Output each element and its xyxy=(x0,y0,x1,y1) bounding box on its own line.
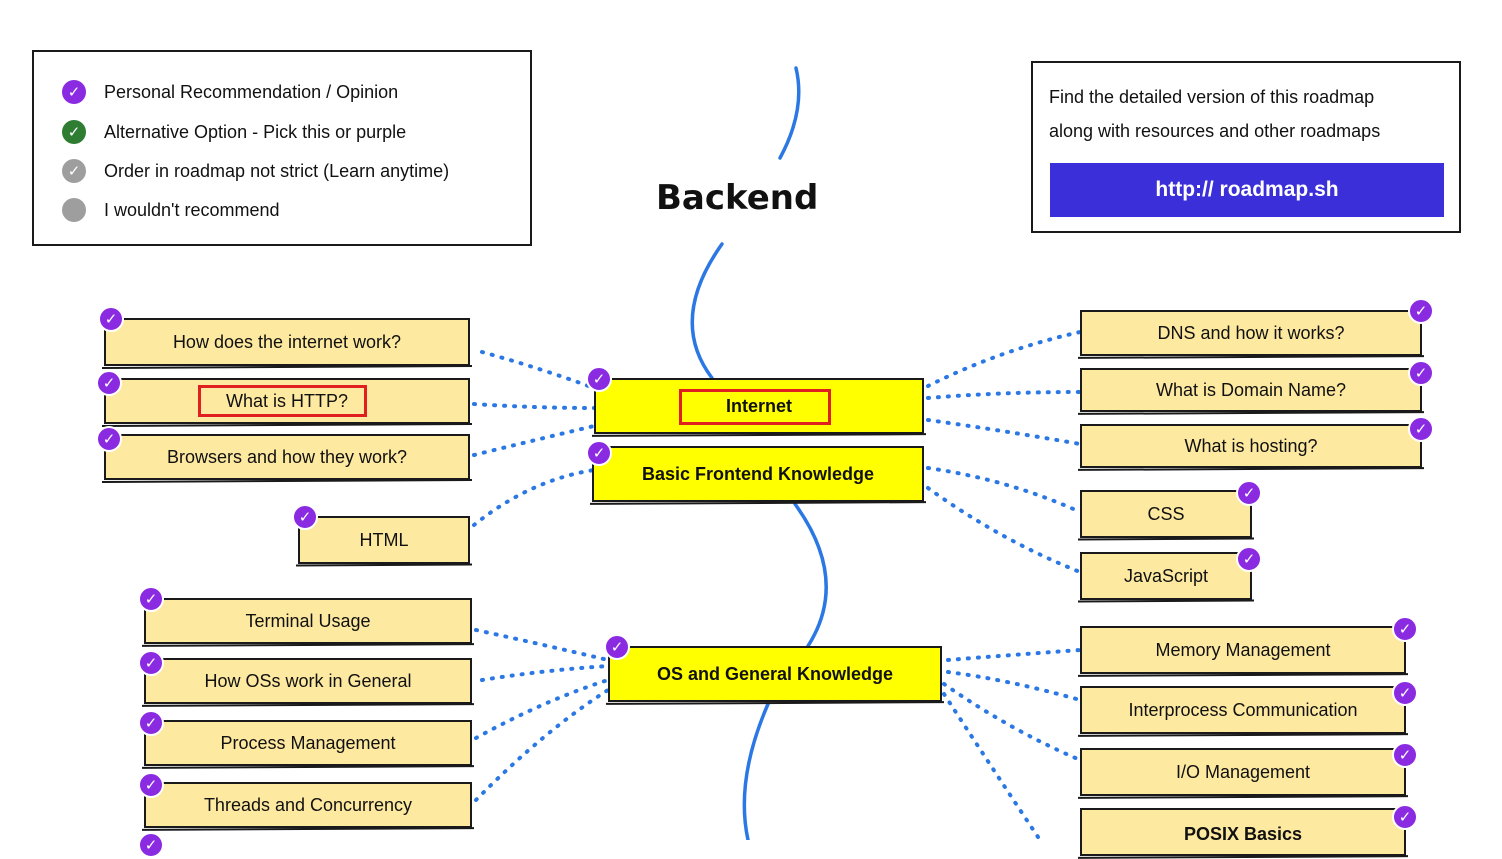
topic-domain-name[interactable]: What is Domain Name? xyxy=(1080,368,1422,412)
topic-io-management[interactable]: I/O Management xyxy=(1080,748,1406,796)
legend-label: Order in roadmap not strict (Learn anyti… xyxy=(104,160,450,181)
topic-process-management[interactable]: Process Management xyxy=(144,720,472,766)
topic-label: Browsers and how they work? xyxy=(166,446,408,467)
check-icon: ✓ xyxy=(138,772,164,798)
topic-label: JavaScript xyxy=(1123,565,1209,586)
check-icon: ✓ xyxy=(138,650,164,676)
check-icon: ✓ xyxy=(1408,298,1434,324)
node-label: Basic Frontend Knowledge xyxy=(641,463,875,484)
check-icon: ✓ xyxy=(1408,416,1434,442)
check-icon: ✓ xyxy=(1408,360,1434,386)
topic-label: How OSs work in General xyxy=(204,670,412,691)
topic-terminal-usage[interactable]: Terminal Usage xyxy=(144,598,472,644)
legend-label: Alternative Option - Pick this or purple xyxy=(104,121,407,142)
check-icon: ✓ xyxy=(138,832,164,858)
roadmap-link-button[interactable]: http:// roadmap.sh xyxy=(1050,163,1444,217)
spine-2 xyxy=(793,502,828,648)
topic-html[interactable]: HTML xyxy=(298,516,470,564)
node-label: Internet xyxy=(725,395,792,416)
legend-item-recommended: ✓ Personal Recommendation / Opinion xyxy=(62,80,398,104)
check-icon: ✓ xyxy=(604,634,630,660)
connector-lines xyxy=(472,66,1082,840)
topic-threads-concurrency[interactable]: Threads and Concurrency xyxy=(144,782,472,828)
check-icon: ✓ xyxy=(586,366,612,392)
check-icon: ✓ xyxy=(586,440,612,466)
check-icon: ✓ xyxy=(1236,546,1262,572)
check-icon: ✓ xyxy=(62,120,86,144)
page-title: Backend xyxy=(656,178,819,218)
info-panel: Find the detailed version of this roadma… xyxy=(1031,61,1461,233)
node-basic-frontend[interactable]: Basic Frontend Knowledge xyxy=(592,446,924,502)
check-icon: ✓ xyxy=(138,586,164,612)
check-icon: ✓ xyxy=(96,370,122,396)
topic-javascript[interactable]: JavaScript xyxy=(1080,552,1252,600)
legend-label: I wouldn't recommend xyxy=(104,199,280,220)
check-icon: ✓ xyxy=(98,306,124,332)
topic-dns[interactable]: DNS and how it works? xyxy=(1080,310,1422,356)
topic-posix-basics[interactable]: POSIX Basics xyxy=(1080,808,1406,856)
topic-label: POSIX Basics xyxy=(1183,824,1303,844)
topic-label: What is hosting? xyxy=(1184,435,1318,456)
check-icon: ✓ xyxy=(1392,680,1418,706)
info-line-1: Find the detailed version of this roadma… xyxy=(1049,87,1375,107)
check-icon: ✓ xyxy=(292,504,318,530)
topic-label: DNS and how it works? xyxy=(1157,322,1345,343)
topic-how-oss-work[interactable]: How OSs work in General xyxy=(144,658,472,704)
topic-label: Process Management xyxy=(220,732,396,753)
topic-label: Threads and Concurrency xyxy=(203,794,413,815)
spine-3 xyxy=(742,702,770,840)
topic-how-internet-works[interactable]: How does the internet work? xyxy=(104,318,470,366)
legend-item-order-not-strict: ✓ Order in roadmap not strict (Learn any… xyxy=(62,159,449,183)
topic-label: Memory Management xyxy=(1155,639,1331,660)
check-icon: ✓ xyxy=(1392,616,1418,642)
legend-label: Personal Recommendation / Opinion xyxy=(104,81,399,102)
node-os-general[interactable]: OS and General Knowledge xyxy=(608,646,942,702)
topic-memory-management[interactable]: Memory Management xyxy=(1080,626,1406,674)
check-icon: ✓ xyxy=(1392,804,1418,830)
circle-icon xyxy=(62,198,86,222)
check-icon: ✓ xyxy=(62,159,86,183)
check-icon: ✓ xyxy=(62,80,86,104)
topic-label: How does the internet work? xyxy=(172,331,402,352)
spine-1 xyxy=(690,242,724,380)
topic-label: Terminal Usage xyxy=(245,610,371,631)
legend-item-alternative: ✓ Alternative Option - Pick this or purp… xyxy=(62,120,406,144)
check-icon: ✓ xyxy=(1236,480,1262,506)
topic-what-is-http[interactable]: What is HTTP? xyxy=(104,378,470,424)
topic-label: Interprocess Communication xyxy=(1128,699,1358,720)
topic-browsers[interactable]: Browsers and how they work? xyxy=(104,434,470,480)
legend-item-not-recommended: I wouldn't recommend xyxy=(62,198,280,222)
topic-label: What is Domain Name? xyxy=(1155,379,1347,400)
topic-label: I/O Management xyxy=(1175,761,1311,782)
topic-label: CSS xyxy=(1147,503,1185,524)
node-internet[interactable]: Internet xyxy=(594,378,924,434)
check-icon: ✓ xyxy=(96,426,122,452)
legend-panel: ✓ Personal Recommendation / Opinion ✓ Al… xyxy=(32,50,532,246)
node-label: OS and General Knowledge xyxy=(656,663,894,684)
topic-label: What is HTTP? xyxy=(225,390,349,411)
check-icon: ✓ xyxy=(1392,742,1418,768)
topic-label: HTML xyxy=(359,529,409,550)
topic-css[interactable]: CSS xyxy=(1080,490,1252,538)
topic-interprocess-communication[interactable]: Interprocess Communication xyxy=(1080,686,1406,734)
spine-top xyxy=(778,66,801,160)
info-line-2: along with resources and other roadmaps xyxy=(1049,121,1381,141)
topic-hosting[interactable]: What is hosting? xyxy=(1080,424,1422,468)
check-icon: ✓ xyxy=(138,710,164,736)
